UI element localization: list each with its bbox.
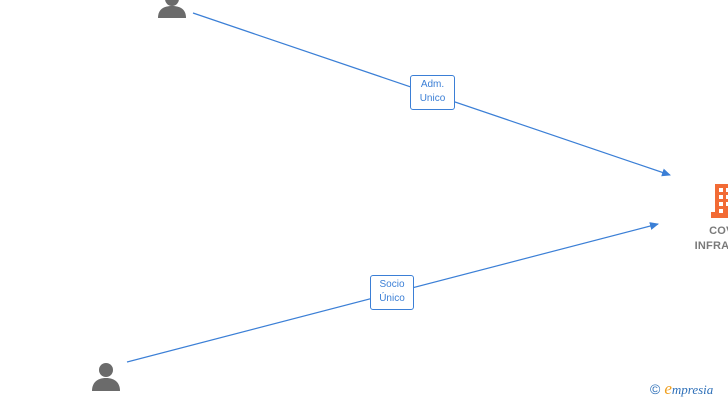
edge-label-line: Unico bbox=[419, 93, 446, 104]
brand-name: mpresia bbox=[671, 382, 714, 397]
edge-label-line: Adm. bbox=[420, 79, 445, 90]
edge-label-adm-unico[interactable]: Adm. Unico bbox=[410, 75, 455, 110]
company-name-line-1: COVIA bbox=[709, 225, 728, 237]
company-name-line-3: S bbox=[652, 254, 728, 269]
person-node-bottom[interactable] bbox=[91, 362, 121, 397]
person-icon bbox=[158, 0, 186, 18]
company-name[interactable]: COVIA INFRAESTR S bbox=[652, 224, 728, 269]
edge-label-line: Socio bbox=[379, 279, 405, 290]
brand-logo-letter: e bbox=[664, 379, 672, 398]
brand-watermark[interactable]: ©empresia bbox=[650, 379, 713, 399]
person-icon bbox=[92, 363, 120, 391]
company-name-line-2: INFRAESTR bbox=[694, 240, 728, 252]
edge-label-line: Único bbox=[379, 293, 405, 304]
edge-label-socio-unico[interactable]: Socio Único bbox=[370, 275, 414, 310]
company-node[interactable] bbox=[708, 184, 728, 223]
copyright-symbol: © bbox=[650, 381, 661, 397]
building-icon bbox=[711, 184, 728, 218]
person-node-top[interactable] bbox=[157, 0, 187, 23]
